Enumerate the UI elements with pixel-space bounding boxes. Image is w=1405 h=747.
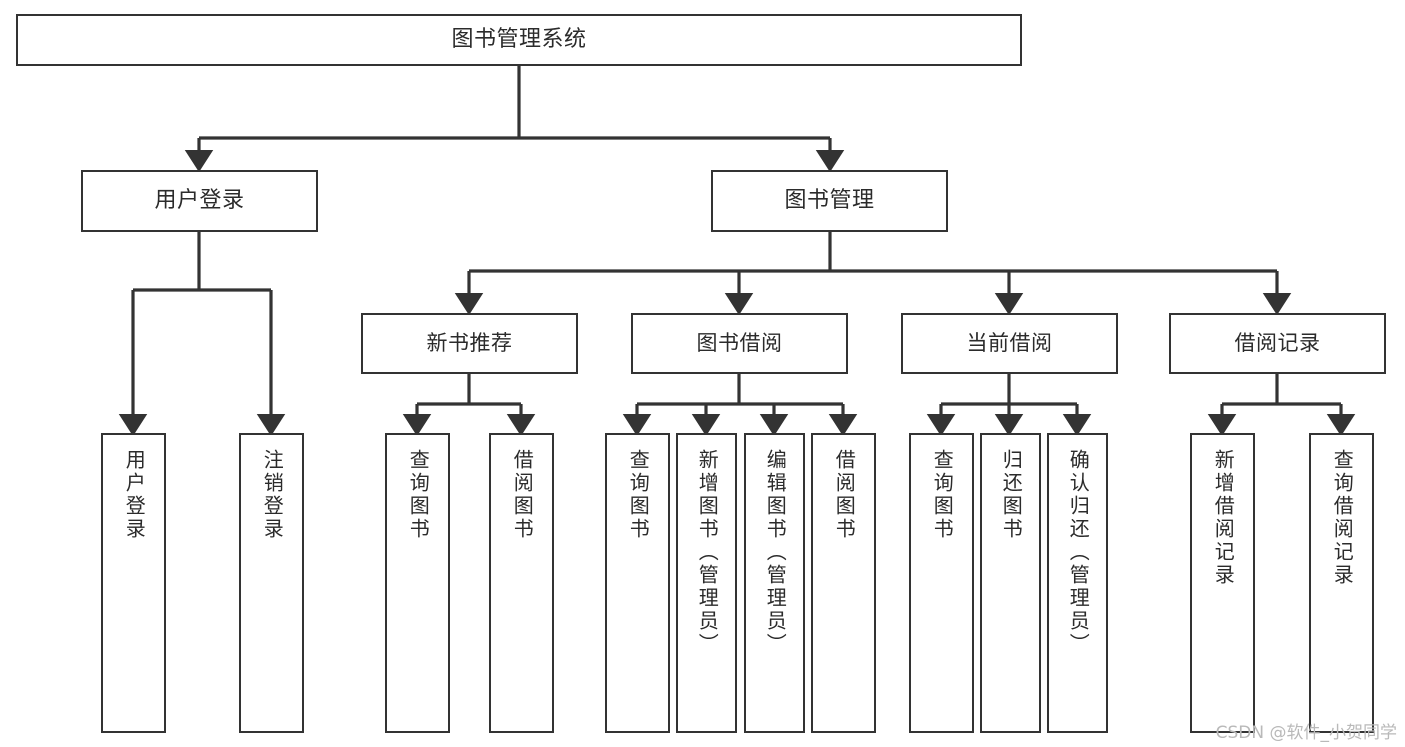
node-leaf-query-record-label: 查询借阅记录 — [1330, 449, 1355, 587]
node-leaf-borrow-book-1-label: 借阅图书 — [510, 449, 535, 541]
node-leaf-query-book-3-label: 查询图书 — [930, 449, 955, 541]
node-root[interactable]: 图书管理系统 — [16, 14, 1022, 66]
csdn-watermark: CSDN @软件_小贺同学 — [1215, 723, 1397, 743]
node-leaf-logout-login[interactable]: 注销登录 — [239, 433, 304, 733]
node-user-login[interactable]: 用户登录 — [81, 170, 318, 232]
node-leaf-return-book-label: 归还图书 — [999, 449, 1024, 541]
node-leaf-add-book[interactable]: 新增图书（管理员） — [676, 433, 737, 733]
node-leaf-query-book-1[interactable]: 查询图书 — [385, 433, 450, 733]
node-leaf-query-record[interactable]: 查询借阅记录 — [1309, 433, 1374, 733]
node-leaf-confirm-return-label: 确认归还（管理员） — [1066, 449, 1091, 656]
node-user-login-label: 用户登录 — [154, 187, 245, 213]
node-leaf-borrow-book-2-label: 借阅图书 — [832, 449, 857, 541]
node-book-borrow[interactable]: 图书借阅 — [631, 313, 848, 374]
node-leaf-edit-book[interactable]: 编辑图书（管理员） — [744, 433, 805, 733]
node-leaf-user-login[interactable]: 用户登录 — [101, 433, 166, 733]
node-leaf-query-book-1-label: 查询图书 — [406, 449, 431, 541]
node-leaf-query-book-3[interactable]: 查询图书 — [909, 433, 974, 733]
node-leaf-query-book-2-label: 查询图书 — [626, 449, 651, 541]
node-current-borrow[interactable]: 当前借阅 — [901, 313, 1118, 374]
node-book-manage-label: 图书管理 — [784, 187, 875, 213]
node-leaf-user-login-label: 用户登录 — [122, 449, 147, 541]
node-book-manage[interactable]: 图书管理 — [711, 170, 948, 232]
node-borrow-record-label: 借阅记录 — [1234, 331, 1321, 356]
node-current-borrow-label: 当前借阅 — [966, 331, 1053, 356]
node-book-borrow-label: 图书借阅 — [696, 331, 783, 356]
node-borrow-record[interactable]: 借阅记录 — [1169, 313, 1386, 374]
node-leaf-add-book-label: 新增图书（管理员） — [695, 449, 720, 656]
node-leaf-logout-login-label: 注销登录 — [260, 449, 285, 541]
node-leaf-borrow-book-2[interactable]: 借阅图书 — [811, 433, 876, 733]
node-new-book-rec-label: 新书推荐 — [426, 331, 513, 356]
node-leaf-edit-book-label: 编辑图书（管理员） — [763, 449, 788, 656]
node-leaf-query-book-2[interactable]: 查询图书 — [605, 433, 670, 733]
node-leaf-return-book[interactable]: 归还图书 — [980, 433, 1041, 733]
node-leaf-add-record[interactable]: 新增借阅记录 — [1190, 433, 1255, 733]
node-new-book-rec[interactable]: 新书推荐 — [361, 313, 578, 374]
node-leaf-confirm-return[interactable]: 确认归还（管理员） — [1047, 433, 1108, 733]
node-leaf-borrow-book-1[interactable]: 借阅图书 — [489, 433, 554, 733]
node-root-label: 图书管理系统 — [451, 26, 587, 52]
node-leaf-add-record-label: 新增借阅记录 — [1211, 449, 1236, 587]
